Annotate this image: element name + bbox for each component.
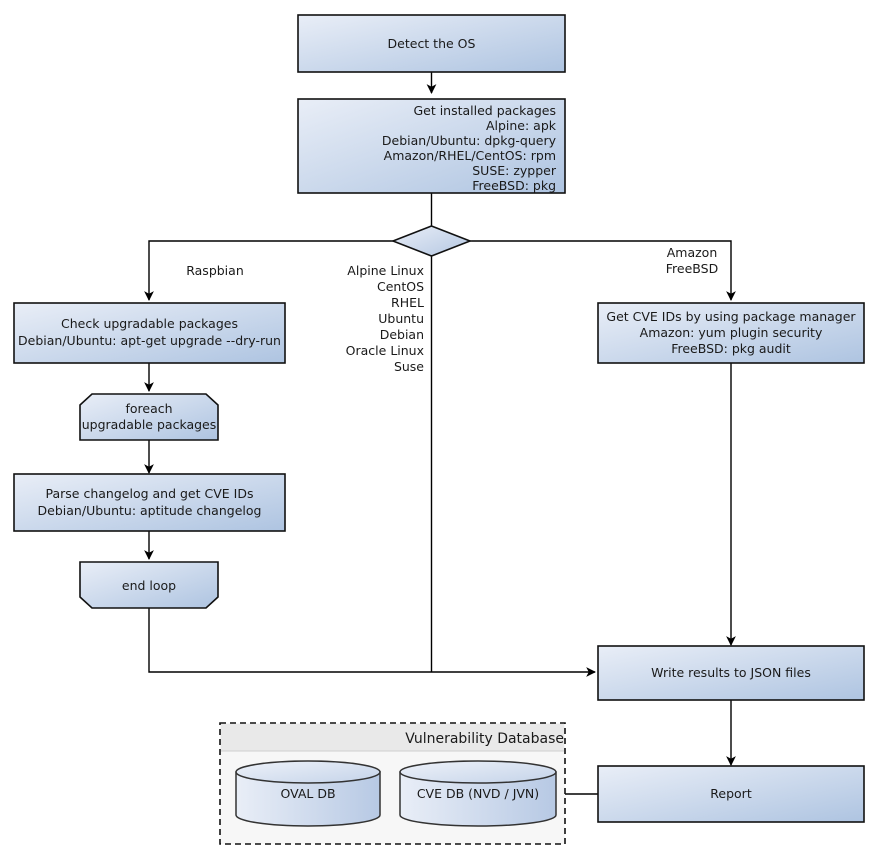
edge-label-os-6: Suse (394, 359, 424, 374)
db-oval-top (235, 760, 381, 784)
end-loop-label: end loop (122, 578, 176, 593)
get-installed-packages-box[interactable] (297, 98, 566, 194)
edge-label-os-4: Debian (380, 327, 424, 342)
node-os-decision[interactable] (390, 225, 473, 257)
check-upgradable-box[interactable] (13, 302, 286, 364)
edge-label-os-0: Alpine Linux (347, 263, 424, 278)
edge-label-os-1: CentOS (377, 279, 424, 294)
foreach-loop-shape[interactable] (79, 393, 219, 441)
write-results-label: Write results to JSON files (651, 665, 811, 680)
parse-changelog-line-0: Parse changelog and get CVE IDs (46, 486, 254, 501)
parse-changelog-box[interactable] (13, 473, 286, 532)
get-cve-ids-line-2: FreeBSD: pkg audit (671, 341, 791, 356)
node-foreach-loop[interactable]: foreach upgradable packages (79, 393, 219, 441)
get-installed-packages-line-2: Debian/Ubuntu: dpkg-query (382, 133, 557, 148)
node-report[interactable]: Report (597, 765, 865, 823)
node-get-installed-packages[interactable]: Get installed packages Alpine: apk Debia… (297, 98, 566, 194)
get-cve-ids-line-0: Get CVE IDs by using package manager (606, 309, 856, 324)
node-get-cve-ids[interactable]: Get CVE IDs by using package manager Ama… (597, 302, 865, 364)
edge-label-freebsd: FreeBSD (666, 261, 718, 276)
db-oval[interactable]: OVAL DB (235, 760, 381, 827)
decision-diamond[interactable] (390, 225, 473, 257)
edge-decision-to-check-upgradable (144, 240, 394, 301)
check-upgradable-line-0: Check upgradable packages (61, 316, 238, 331)
report-box[interactable] (597, 765, 865, 823)
node-parse-changelog[interactable]: Parse changelog and get CVE IDs Debian/U… (13, 473, 286, 532)
foreach-loop-line-0: foreach (125, 401, 172, 416)
edge-endloop-to-write-results (148, 608, 596, 677)
db-cve-body[interactable] (399, 771, 557, 827)
check-upgradable-line-1: Debian/Ubuntu: apt-get upgrade --dry-run (18, 333, 281, 348)
node-check-upgradable-packages[interactable]: Check upgradable packages Debian/Ubuntu:… (13, 302, 286, 364)
get-cve-ids-box[interactable] (597, 302, 865, 364)
node-end-loop[interactable]: end loop (79, 561, 219, 609)
edge-label-os-2: RHEL (391, 295, 424, 310)
node-detect-the-os[interactable]: Detect the OS (297, 14, 566, 73)
get-installed-packages-line-0: Get installed packages (413, 103, 556, 118)
db-cve[interactable]: CVE DB (NVD / JVN) (399, 760, 557, 827)
db-oval-label: OVAL DB (280, 786, 335, 801)
foreach-loop-line-1: upgradable packages (82, 417, 217, 432)
edge-decision-to-get-cve-ids (470, 240, 736, 301)
db-oval-body[interactable] (235, 771, 381, 827)
get-installed-packages-line-1: Alpine: apk (486, 118, 557, 133)
edge-label-os-5: Oracle Linux (346, 343, 424, 358)
db-cve-label: CVE DB (NVD / JVN) (417, 786, 539, 801)
write-results-box[interactable] (597, 645, 865, 701)
report-label: Report (710, 786, 752, 801)
vulnerability-database-title: Vulnerability Database (405, 731, 564, 747)
edge-label-group: Raspbian Alpine Linux CentOS RHEL Ubuntu… (186, 245, 718, 374)
db-cve-top (399, 760, 557, 784)
detect-os-label: Detect the OS (388, 36, 476, 51)
end-loop-shape[interactable] (79, 561, 219, 609)
detect-os-box[interactable] (297, 14, 566, 73)
group-vulnerability-database: Vulnerability Database OVAL DB CVE DB (N… (219, 722, 566, 845)
edge-label-amazon: Amazon (667, 245, 718, 260)
parse-changelog-line-1: Debian/Ubuntu: aptitude changelog (38, 503, 262, 518)
get-installed-packages-line-4: SUSE: zypper (472, 163, 557, 178)
edge-label-raspbian: Raspbian (186, 263, 244, 278)
get-installed-packages-line-5: FreeBSD: pkg (472, 178, 556, 193)
vulnerability-database-header (221, 724, 564, 751)
get-cve-ids-line-1: Amazon: yum plugin security (640, 325, 823, 340)
get-installed-packages-line-3: Amazon/RHEL/CentOS: rpm (384, 148, 556, 163)
node-write-results[interactable]: Write results to JSON files (597, 645, 865, 701)
edge-label-os-3: Ubuntu (378, 311, 424, 326)
